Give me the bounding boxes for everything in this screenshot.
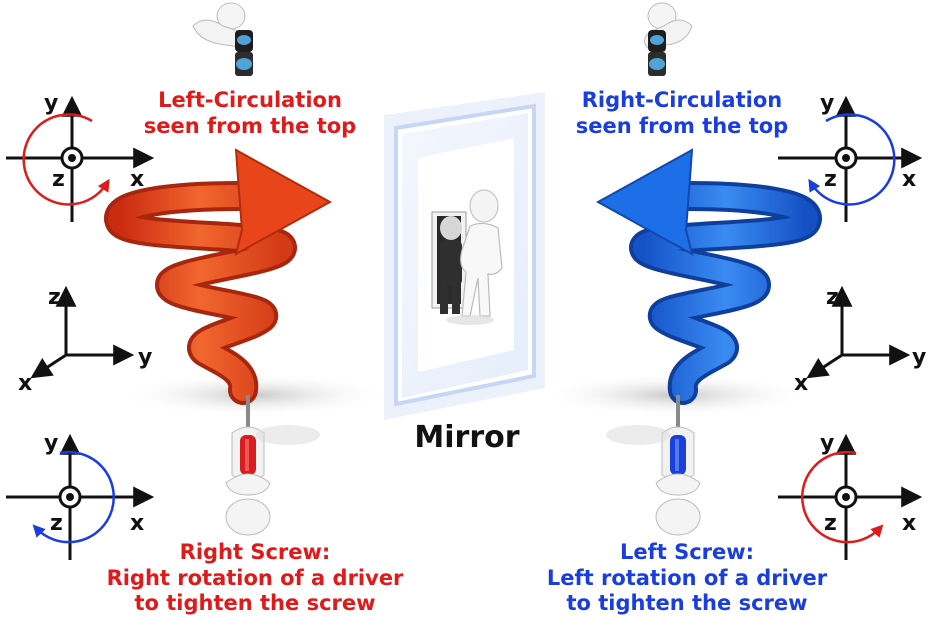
left-circulation-label: Left-Circulation seen from the top — [143, 88, 357, 138]
right-circulation-label: Right-Circulation seen from the top — [575, 88, 789, 138]
axis-label-x: x — [18, 371, 32, 396]
right-screw-label: Right Screw: Right rotation of a driver … — [106, 540, 404, 616]
mirror-label: Mirror — [414, 420, 520, 455]
axis-label-y: y — [138, 345, 152, 370]
axis-label-y: y — [912, 345, 926, 370]
left-screw-label: Left Screw: Left rotation of a driver to… — [546, 540, 828, 616]
left-spiral-arrow — [104, 148, 333, 405]
right-spiral-arrow — [595, 148, 822, 405]
screwdriver-figure-icon — [606, 395, 701, 536]
axis-label-x: x — [130, 167, 144, 192]
binoculars-figure-icon — [644, 2, 693, 76]
axis-label-z: z — [52, 167, 65, 192]
axis-left-3d: z y x — [18, 285, 152, 396]
axis-label-z: z — [48, 285, 61, 310]
axis-right-bottom: y x z — [778, 431, 923, 560]
axis-label-x: x — [902, 511, 916, 536]
axis-label-x: x — [130, 511, 144, 536]
axis-label-z: z — [826, 285, 839, 310]
axis-right-3d: z y x — [794, 285, 926, 396]
axis-label-y: y — [820, 431, 834, 456]
axis-left-bottom: y x z — [6, 431, 155, 560]
axis-label-z: z — [50, 511, 63, 536]
axis-right-top: y x z — [778, 91, 923, 222]
axis-label-x: x — [902, 167, 916, 192]
axis-label-z: z — [824, 167, 837, 192]
axis-label-y: y — [44, 431, 58, 456]
axis-label-y: y — [44, 91, 58, 116]
axis-label-y: y — [820, 91, 834, 116]
axis-left-top: y x z — [6, 91, 155, 222]
binoculars-figure-icon — [192, 2, 253, 76]
mirror-figures-icon — [431, 189, 503, 325]
screwdriver-figure-icon — [225, 395, 320, 536]
axis-label-z: z — [824, 511, 837, 536]
axis-label-x: x — [794, 371, 808, 396]
